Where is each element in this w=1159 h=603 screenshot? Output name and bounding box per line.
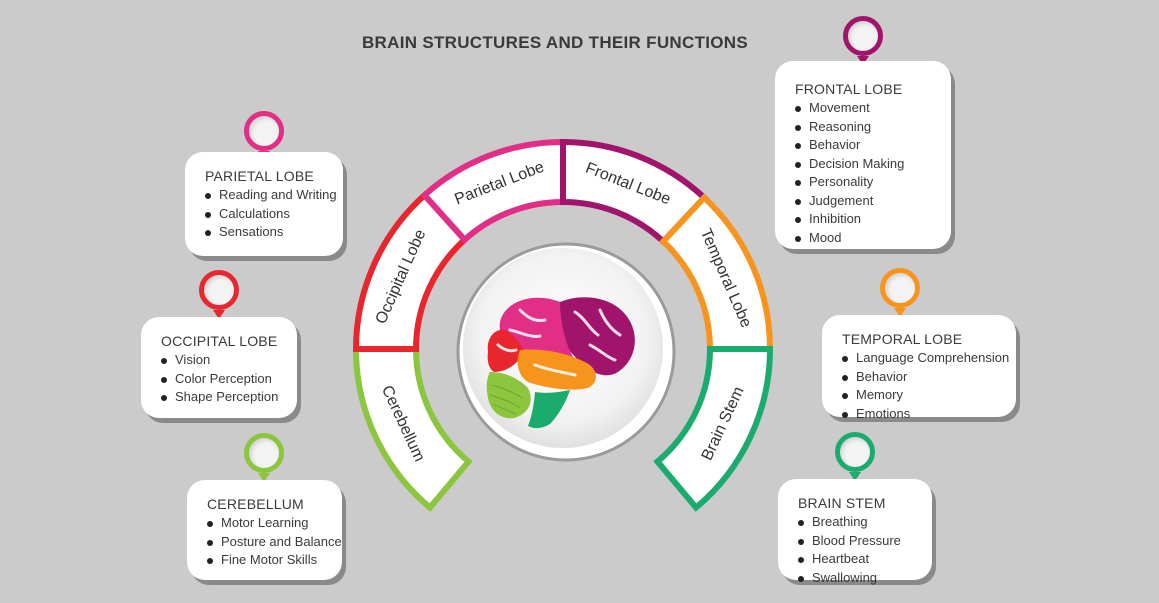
list-item: Sensations xyxy=(205,223,331,242)
list-item: Vision xyxy=(161,351,285,370)
brainstem-pin-icon xyxy=(835,432,875,481)
list-item: Calculations xyxy=(205,205,331,224)
list-item: Heartbeat xyxy=(798,550,920,569)
list-item: Reading and Writing xyxy=(205,186,337,205)
parietal-lobe-heading: PARIETAL LOBE xyxy=(205,168,314,184)
list-item: Mood xyxy=(795,229,939,248)
list-item: Breathing xyxy=(798,513,920,532)
cerebellum-pin-icon xyxy=(244,433,284,482)
cerebellum-heading: CEREBELLUM xyxy=(207,496,304,512)
list-item: Emotions xyxy=(842,405,1004,424)
list-item: Behavior xyxy=(795,136,939,155)
brain-stem-heading: BRAIN STEM xyxy=(798,495,886,511)
brain-illustration-icon xyxy=(486,297,635,429)
list-item: Decision Making xyxy=(795,155,939,174)
list-item: Posture and Balance xyxy=(207,533,342,552)
ring-segment-brainstem xyxy=(653,346,774,512)
frontal-pin-icon xyxy=(843,16,883,65)
parietal-pin-icon xyxy=(244,111,284,160)
list-item: Inhibition xyxy=(795,210,939,229)
list-item: Color Perception xyxy=(161,370,285,389)
list-item: Judgement xyxy=(795,192,939,211)
list-item: Fine Motor Skills xyxy=(207,551,330,570)
frontal-lobe-heading: FRONTAL LOBE xyxy=(795,81,903,97)
list-item: Language Comprehension xyxy=(842,349,1009,368)
temporal-pin-icon xyxy=(880,268,920,317)
list-item: Personality xyxy=(795,173,939,192)
page-title: BRAIN STRUCTURES AND THEIR FUNCTIONS xyxy=(361,33,749,52)
list-item: Swallowing xyxy=(798,569,920,588)
occipital-pin-icon xyxy=(199,270,239,319)
occipital-lobe-heading: OCCIPITAL LOBE xyxy=(161,333,278,349)
list-item: Blood Pressure xyxy=(798,532,920,551)
list-item: Shape Perception xyxy=(161,388,285,407)
list-item: Movement xyxy=(795,99,939,118)
list-item: Motor Learning xyxy=(207,514,330,533)
list-item: Behavior xyxy=(842,368,1004,387)
temporal-lobe-heading: TEMPORAL LOBE xyxy=(842,331,963,347)
list-item: Reasoning xyxy=(795,118,939,137)
list-item: Memory xyxy=(842,386,1004,405)
